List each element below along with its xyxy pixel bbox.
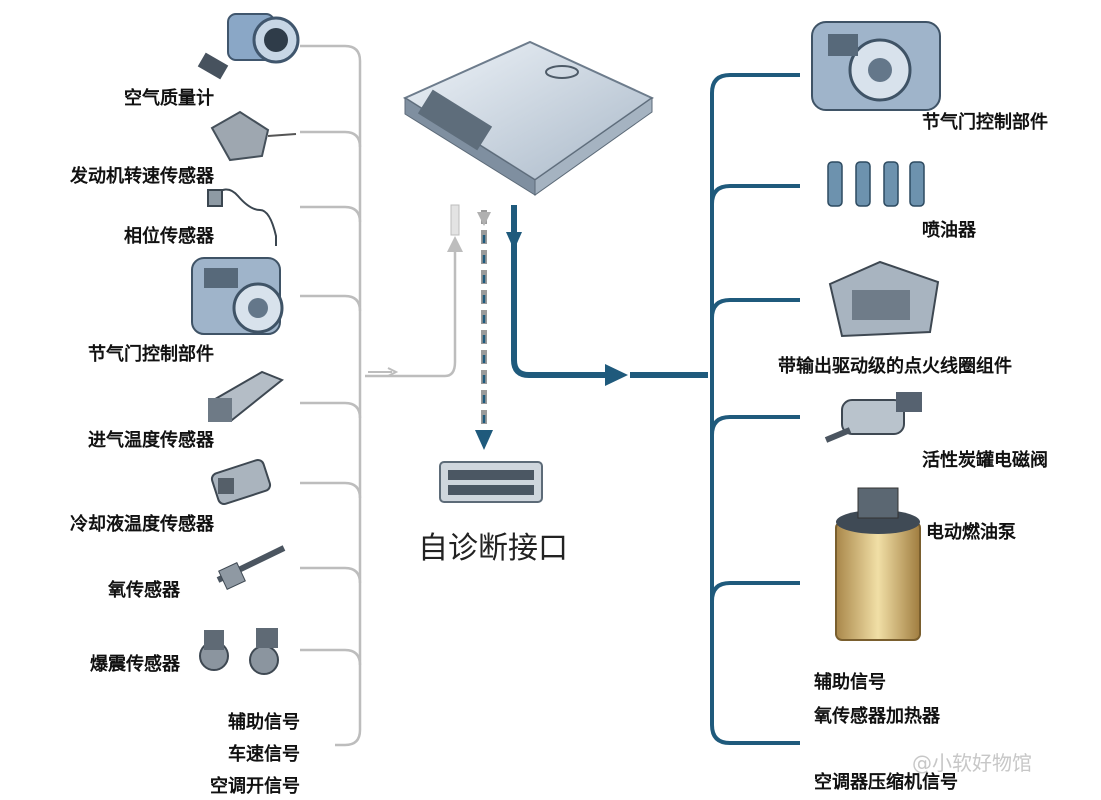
canister-part [824, 392, 922, 443]
label-throttle-in: 节气门控制部件 [88, 343, 214, 365]
injector-part [827, 161, 925, 207]
label-rpm: 发动机转速传感器 [69, 165, 215, 187]
o2-part [216, 545, 286, 590]
output-bus [710, 73, 800, 745]
label-o2: 氧传感器 [107, 579, 181, 601]
label-ac: 空调开信号 [210, 775, 300, 797]
throttle-part-right [811, 21, 941, 111]
label-ect: 冷却液温度传感器 [70, 513, 215, 535]
label-aux-out: 辅助信号 [814, 671, 886, 693]
label-o2heater: 氧传感器加热器 [813, 705, 941, 727]
throttle-part-left [191, 257, 284, 335]
iat-part [208, 370, 284, 422]
rpm-part [210, 110, 297, 162]
watermark: @小软好物馆 [912, 751, 1032, 775]
ecu-module [402, 40, 655, 196]
label-injector: 喷油器 [922, 219, 977, 241]
label-knock: 爆震传感器 [90, 653, 181, 675]
output-labels: 节气门控制部件 喷油器 带输出驱动级的点火线圈组件 活性炭罐电磁阀 电动燃油泵 … [778, 111, 1048, 793]
input-arrow-up [447, 236, 463, 252]
label-diag-port: 自诊断接口 [418, 531, 568, 566]
label-cam: 相位传感器 [124, 225, 215, 247]
label-ignition: 带输出驱动级的点火线圈组件 [778, 355, 1012, 377]
input-join-arrows [368, 367, 399, 377]
label-speed: 车速信号 [228, 743, 300, 765]
input-labels: 空气质量计 发动机转速传感器 相位传感器 节气门控制部件 进气温度传感器 冷却液… [69, 87, 300, 797]
input-bus [300, 44, 457, 747]
bus-arrow [605, 364, 628, 386]
diag-connector [439, 461, 543, 503]
ignition-part [828, 260, 940, 338]
label-maf: 空气质量计 [124, 87, 214, 109]
label-pump: 电动燃油泵 [926, 521, 1016, 543]
ect-part [210, 459, 272, 505]
cam-part [207, 188, 277, 246]
label-iat: 进气温度传感器 [88, 429, 215, 451]
input-stub [450, 204, 460, 236]
label-canister: 活性炭罐电磁阀 [922, 449, 1048, 471]
ecu-out-arrow [506, 232, 522, 250]
label-aux-in: 辅助信号 [228, 711, 300, 733]
maf-part [197, 13, 300, 80]
knock-part [199, 628, 279, 675]
label-ac-comp: 空调器压缩机信号 [814, 771, 958, 793]
fuel-pump-part [835, 487, 921, 641]
diag-line [475, 210, 493, 450]
output-line [511, 205, 708, 378]
label-throttle-out: 节气门控制部件 [922, 111, 1048, 133]
